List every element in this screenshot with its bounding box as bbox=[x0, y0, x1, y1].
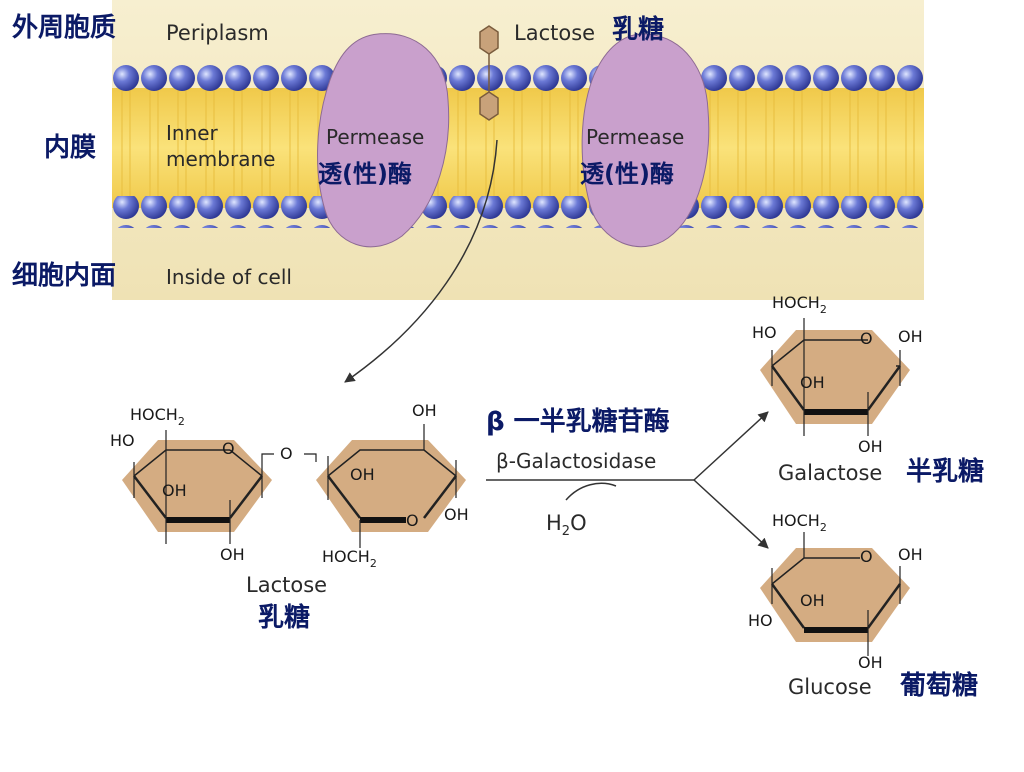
permease-right-label-en: Permease bbox=[586, 125, 684, 149]
lactose-name-cn: 乳糖 bbox=[258, 602, 310, 633]
lactose-name-en: Lactose bbox=[246, 573, 327, 597]
glucose-name-cn: 葡萄糖 bbox=[900, 670, 978, 701]
inside-cell-label-cn: 细胞内面 bbox=[12, 260, 116, 291]
lactose-ring-o-right: O bbox=[406, 511, 419, 530]
lactose-ho-label: HO bbox=[110, 431, 135, 450]
galactose-oh-inner: OH bbox=[800, 373, 825, 392]
water-label: H2O bbox=[546, 511, 587, 539]
lactose-oh-right-inner: OH bbox=[350, 465, 375, 484]
lactose-molecule-icon bbox=[479, 25, 499, 121]
lactose-oh-left-inner: OH bbox=[162, 481, 187, 500]
permease-left-label-en: Permease bbox=[326, 125, 424, 149]
galactose-structure bbox=[760, 318, 910, 436]
inner-membrane-label-line1: Inner bbox=[166, 121, 219, 145]
permease-right bbox=[581, 33, 710, 248]
galactose-oh-bottom: OH bbox=[858, 437, 883, 456]
inner-membrane-label-cn: 内膜 bbox=[44, 133, 96, 163]
galactose-ring-o: O bbox=[860, 329, 873, 348]
lactose-structure bbox=[122, 424, 466, 548]
enzyme-label-en: β-Galactosidase bbox=[496, 449, 656, 473]
galactose-name-cn: 半乳糖 bbox=[906, 456, 984, 487]
glucose-oh-bottom: OH bbox=[858, 653, 883, 672]
galactose-ho-label: HO bbox=[752, 323, 777, 342]
lactose-label-en-top: Lactose bbox=[514, 21, 595, 45]
lactose-oh-right-top: OH bbox=[412, 401, 437, 420]
lactose-label-cn-top: 乳糖 bbox=[612, 14, 664, 45]
glucose-oh-right: OH bbox=[898, 545, 923, 564]
galactose-name-en: Galactose bbox=[778, 461, 882, 485]
lactose-oh-left-bottom: OH bbox=[220, 545, 245, 564]
lactose-hoch2-bottom: HOCH2 bbox=[322, 547, 377, 570]
glucose-ring-o: O bbox=[860, 547, 873, 566]
lactose-hoch2-label: HOCH2 bbox=[130, 405, 185, 428]
inner-membrane-label-line2: membrane bbox=[166, 147, 275, 171]
periplasm-label-cn: 外周胞质 bbox=[12, 12, 116, 43]
galactose-oh-right: OH bbox=[898, 327, 923, 346]
reaction-arrows bbox=[486, 411, 769, 549]
lactose-oh-right-side: OH bbox=[444, 505, 469, 524]
glucose-structure bbox=[760, 532, 910, 656]
lactose-bridge-o: O bbox=[280, 444, 293, 463]
transport-arrow bbox=[344, 139, 498, 383]
enzyme-label-cn: β 一半乳糖苷酶 bbox=[486, 406, 670, 437]
galactose-hoch2-label: HOCH2 bbox=[772, 293, 827, 316]
glucose-hoch2-label: HOCH2 bbox=[772, 511, 827, 534]
glucose-oh-inner: OH bbox=[800, 591, 825, 610]
glucose-name-en: Glucose bbox=[788, 675, 872, 699]
permease-left-label-cn: 透(性)酶 bbox=[318, 160, 412, 188]
glucose-ho-label: HO bbox=[748, 611, 773, 630]
permease-left bbox=[317, 33, 450, 248]
lipid-bilayer bbox=[112, 62, 924, 228]
inside-cell-label-en: Inside of cell bbox=[166, 265, 292, 289]
periplasm-label-en: Periplasm bbox=[166, 21, 269, 45]
lactose-ring-o-left: O bbox=[222, 439, 235, 458]
permease-right-label-cn: 透(性)酶 bbox=[580, 160, 674, 188]
